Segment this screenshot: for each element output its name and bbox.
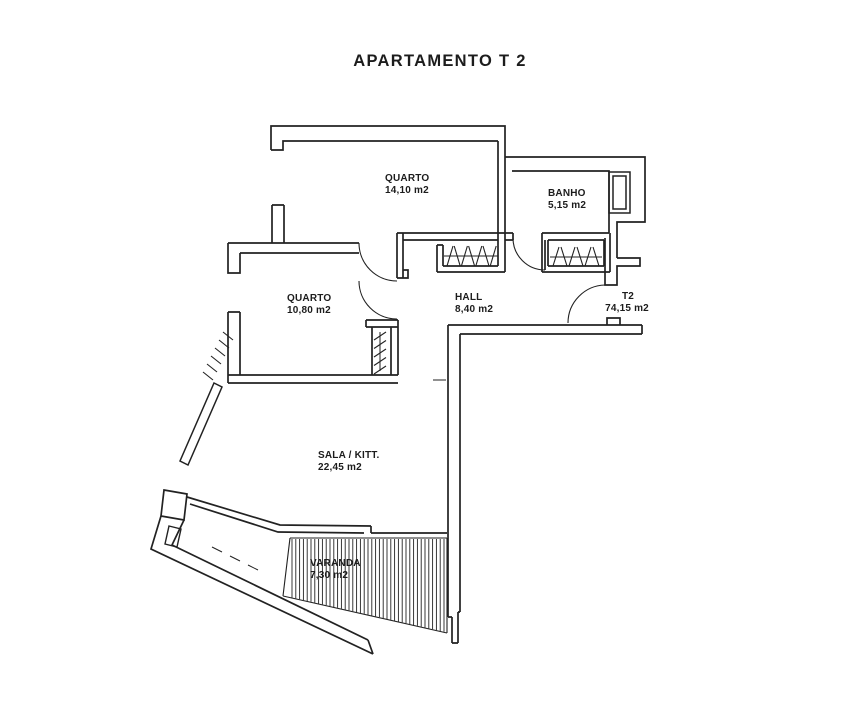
room-label-varanda-name: VARANDA <box>310 558 361 569</box>
room-label-hall-area: 8,40 m2 <box>455 304 493 315</box>
room-label-sala-name: SALA / KITT. <box>318 450 379 461</box>
room-label-quarto-1-area: 14,10 m2 <box>385 185 429 196</box>
walls <box>179 125 646 644</box>
door-arc-quarto-1 <box>358 242 398 282</box>
closet-rails <box>379 255 602 381</box>
balcony-parapet <box>149 489 374 655</box>
room-label-banho-name: BANHO <box>548 188 586 199</box>
closets <box>202 245 602 381</box>
door-arc-entrance <box>567 284 606 324</box>
varanda-hatch-lines <box>291 539 445 632</box>
closet-hanger-ticks-hall-right <box>552 246 600 267</box>
room-label-banho-area: 5,15 m2 <box>548 200 586 211</box>
room-label-quarto-2-area: 10,80 m2 <box>287 305 331 316</box>
doors <box>358 237 606 324</box>
parapet-band <box>149 515 374 655</box>
varanda-outline <box>282 537 448 634</box>
room-labels: QUARTO 14,10 m2 BANHO 5,15 m2 QUARTO 10,… <box>287 173 649 581</box>
room-label-t2-name: T2 <box>622 291 634 302</box>
parapet-end-cap <box>160 489 188 521</box>
angled-window-glazing-ticks <box>202 331 234 381</box>
door-arc-banho <box>512 237 546 271</box>
shaft-box <box>608 171 631 214</box>
closet-hanger-ticks-quarto-2 <box>373 331 387 375</box>
floor-edge-dashes <box>211 546 259 571</box>
door-arc-quarto-2 <box>358 280 398 320</box>
room-label-varanda-area: 7,30 m2 <box>310 570 348 581</box>
wall-lines <box>186 125 646 644</box>
varanda-hatch <box>282 537 448 634</box>
room-label-quarto-1-name: QUARTO <box>385 173 429 184</box>
room-label-hall-name: HALL <box>455 292 482 303</box>
room-label-sala-area: 22,45 m2 <box>318 462 362 473</box>
plan-title: APARTAMENTO T 2 <box>353 52 527 70</box>
room-label-t2-area: 74,15 m2 <box>605 303 649 314</box>
angled-wall-segment <box>179 381 223 467</box>
room-label-quarto-2-name: QUARTO <box>287 293 331 304</box>
closet-hanger-ticks-hall-left <box>446 245 497 267</box>
